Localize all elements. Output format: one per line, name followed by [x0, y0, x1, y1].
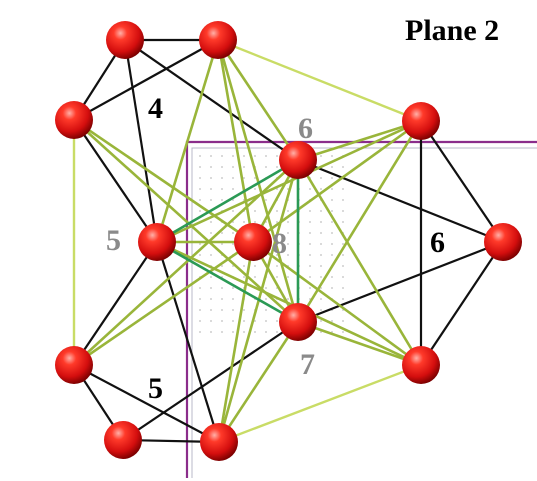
atom-top-right [199, 21, 237, 59]
atom-bottom-right [200, 423, 238, 461]
atom-label-7: 7 [300, 348, 315, 381]
atom-7 [279, 303, 317, 341]
atom-label-6: 6 [298, 112, 313, 145]
face-label-4: 4 [148, 92, 163, 125]
diagram-title: Plane 2 [405, 14, 499, 47]
atom-label-5: 5 [106, 224, 121, 257]
teal-square [156, 158, 300, 324]
atom-8 [234, 223, 272, 261]
atom-right [484, 223, 522, 261]
lime-edges [72, 38, 422, 444]
atom-lower-left [55, 346, 93, 384]
atom-5 [138, 223, 176, 261]
atom-top-left [106, 21, 144, 59]
atom-bottom-left [104, 421, 142, 459]
atom-lower-right [402, 346, 440, 384]
atoms [55, 21, 522, 461]
atom-label-8: 8 [272, 227, 287, 260]
atom-upper-right [402, 102, 440, 140]
atom-6 [279, 141, 317, 179]
face-label-6-black: 6 [430, 226, 445, 259]
atom-upper-left [55, 101, 93, 139]
plane-frame [185, 140, 537, 478]
face-label-5-black: 5 [148, 372, 163, 405]
